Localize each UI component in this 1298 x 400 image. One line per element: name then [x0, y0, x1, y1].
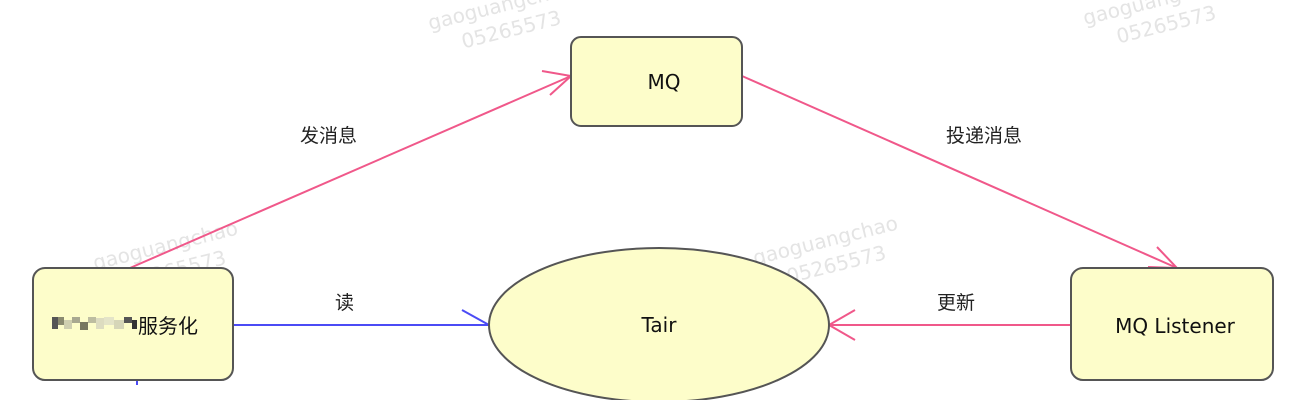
node-label-tair: Tair	[641, 313, 678, 337]
edge-read: 读	[136, 292, 490, 385]
node-mq-listener[interactable]: MQ Listener	[1070, 267, 1274, 381]
edge-label-update: 更新	[937, 292, 975, 314]
edge-send-message: 发消息	[129, 70, 574, 269]
edge-label-read: 读	[335, 292, 354, 314]
node-label-listener: MQ Listener	[1115, 314, 1236, 338]
node-label-mq: MQ	[648, 70, 681, 94]
edge-label-deliver: 投递消息	[946, 125, 1022, 147]
node-label-service: 服务化	[138, 314, 198, 338]
arrowhead-icon	[461, 309, 490, 326]
edge-label-send: 发消息	[300, 125, 357, 147]
edge-update: 更新	[826, 292, 1071, 341]
node-tair[interactable]: Tair	[488, 247, 830, 400]
node-mq[interactable]: MQ	[570, 36, 743, 127]
node-service[interactable]: 服务化	[32, 267, 234, 381]
redacted-text	[52, 317, 137, 330]
